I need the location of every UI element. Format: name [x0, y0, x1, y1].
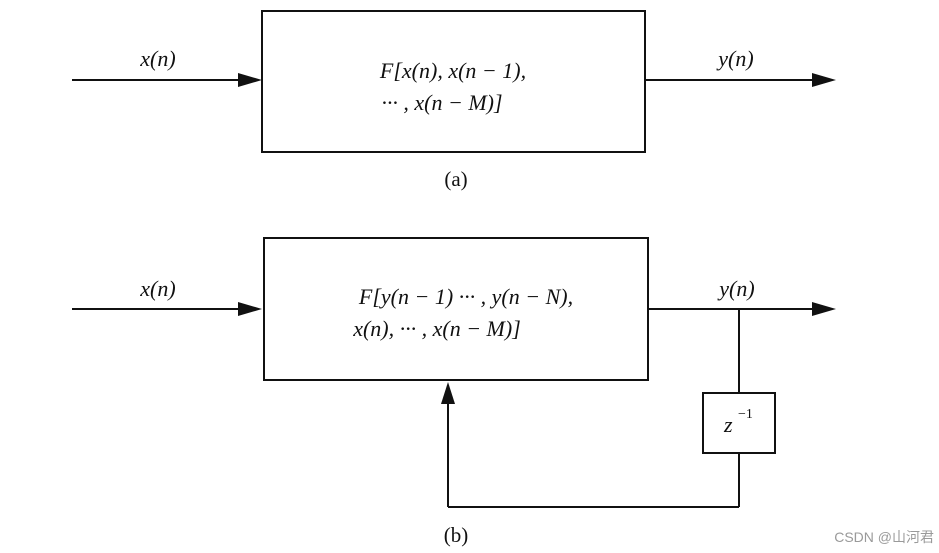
watermark-text: CSDN @山河君 [834, 529, 934, 545]
diagram-b-function-box [263, 237, 649, 381]
diagram-b-function-line1: F[y(n − 1) ··· , y(n − N), [358, 284, 573, 309]
diagram-a-input-arrowhead [238, 73, 262, 87]
diagram-a-function-line2: ··· , x(n − M)] [381, 90, 502, 115]
diagram-b-output-label: y(n) [717, 276, 754, 301]
diagram-b-feedback-arrowhead [441, 382, 455, 404]
diagram-b-delay-exponent: −1 [738, 407, 753, 422]
diagram-b: x(n) F[y(n − 1) ··· , y(n − N), x(n), ··… [72, 237, 836, 547]
diagram-a-caption: (a) [444, 167, 467, 191]
diagram-b-caption: (b) [444, 523, 469, 547]
diagram-b-delay-label: z [723, 412, 733, 437]
diagram-a: x(n) F[x(n), x(n − 1), ··· , x(n − M)] y… [72, 10, 836, 191]
diagram-a-output-arrowhead [812, 73, 836, 87]
diagram-a-output-label: y(n) [716, 46, 753, 71]
diagram-a-function-line1: F[x(n), x(n − 1), [379, 58, 526, 83]
diagram-b-output-arrowhead [812, 302, 836, 316]
diagram-b-function-line2: x(n), ··· , x(n − M)] [352, 316, 521, 341]
diagram-a-function-box [261, 10, 646, 153]
diagram-b-input-label: x(n) [139, 276, 175, 301]
diagram-b-input-arrowhead [238, 302, 262, 316]
diagram-a-input-label: x(n) [139, 46, 175, 71]
diagram-b-delay-box [702, 392, 776, 454]
